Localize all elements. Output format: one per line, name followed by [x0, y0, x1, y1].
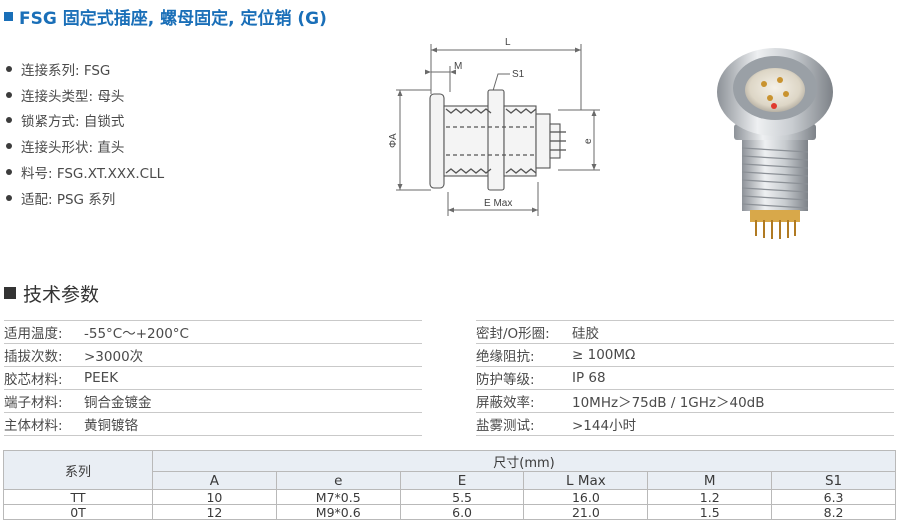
param-row: 绝缘阻抗:≥ 100MΩ: [476, 344, 894, 367]
param-row: 胶芯材料:PEEK: [4, 367, 422, 390]
bullet-icon: [6, 143, 12, 150]
product-photo: [717, 48, 833, 239]
dim-label-S1: S1: [512, 69, 525, 80]
dimensions-table: 系列 尺寸(mm) A e E L Max M S1 TT 10 M7*0.5 …: [3, 450, 896, 520]
param-row: 盐雾测试:>144小时: [476, 413, 894, 436]
col-header-E: E: [399, 471, 525, 490]
technical-drawing: L M S1 ΦA e E Max: [388, 37, 600, 216]
bullet-icon: [6, 169, 12, 176]
param-row: 防护等级:IP 68: [476, 367, 894, 390]
spec-item: 连接头形状: 直头: [6, 133, 164, 159]
header-dimensions: 尺寸(mm): [152, 450, 896, 472]
page-header: FSG 固定式插座, 螺母固定, 定位销 (G): [4, 4, 327, 29]
col-header-A: A: [152, 471, 277, 490]
col-header-e: e: [275, 471, 401, 490]
param-row: 主体材料:黄铜镀铬: [4, 413, 422, 436]
header-square-icon: [4, 11, 13, 21]
spec-item: 适配: PSG 系列: [6, 185, 164, 211]
bullet-icon: [6, 117, 12, 124]
spec-item: 连接系列: FSG: [6, 56, 164, 82]
table-row: 0T 12 M9*0.6 6.0 21.0 1.5 8.2: [3, 504, 896, 520]
spec-list: 连接系列: FSG 连接头类型: 母头 锁紧方式: 自锁式 连接头形状: 直头 …: [6, 56, 164, 211]
bullet-icon: [6, 91, 12, 98]
section-square-icon: [4, 287, 16, 299]
dim-label-M: M: [454, 61, 462, 72]
dim-label-EMax: E Max: [484, 198, 512, 209]
param-row: 屏蔽效率:10MHz＞75dB / 1GHz＞40dB: [476, 390, 894, 413]
col-header-LMax: L Max: [523, 471, 649, 490]
spec-item: 料号: FSG.XT.XXX.CLL: [6, 159, 164, 185]
spec-item: 锁紧方式: 自锁式: [6, 108, 164, 134]
red-dot-marker: [771, 103, 777, 109]
dim-label-e: e: [583, 138, 594, 144]
param-row: 插拔次数:>3000次: [4, 344, 422, 367]
param-row: 适用温度:-55°C～+200°C: [4, 321, 422, 344]
dim-label-L: L: [505, 37, 511, 48]
bullet-icon: [6, 194, 12, 201]
header-series: 系列: [3, 450, 153, 490]
section-title: 技术参数: [23, 283, 100, 306]
params-right: 密封/O形圈:硅胶 绝缘阻抗:≥ 100MΩ 防护等级:IP 68 屏蔽效率:1…: [476, 320, 894, 436]
spec-item: 连接头类型: 母头: [6, 82, 164, 108]
param-row: 端子材料:铜合金镀金: [4, 390, 422, 413]
dim-label-phiA: ΦA: [388, 133, 399, 148]
table-row: TT 10 M7*0.5 5.5 16.0 1.2 6.3: [3, 489, 896, 505]
section-tech-params: 技术参数: [4, 280, 99, 306]
param-row: 密封/O形圈:硅胶: [476, 321, 894, 344]
col-header-S1: S1: [771, 471, 896, 490]
col-header-M: M: [647, 471, 773, 490]
page-title: FSG 固定式插座, 螺母固定, 定位销 (G): [19, 8, 327, 29]
params-left: 适用温度:-55°C～+200°C 插拔次数:>3000次 胶芯材料:PEEK …: [4, 320, 422, 436]
bullet-icon: [6, 65, 12, 72]
